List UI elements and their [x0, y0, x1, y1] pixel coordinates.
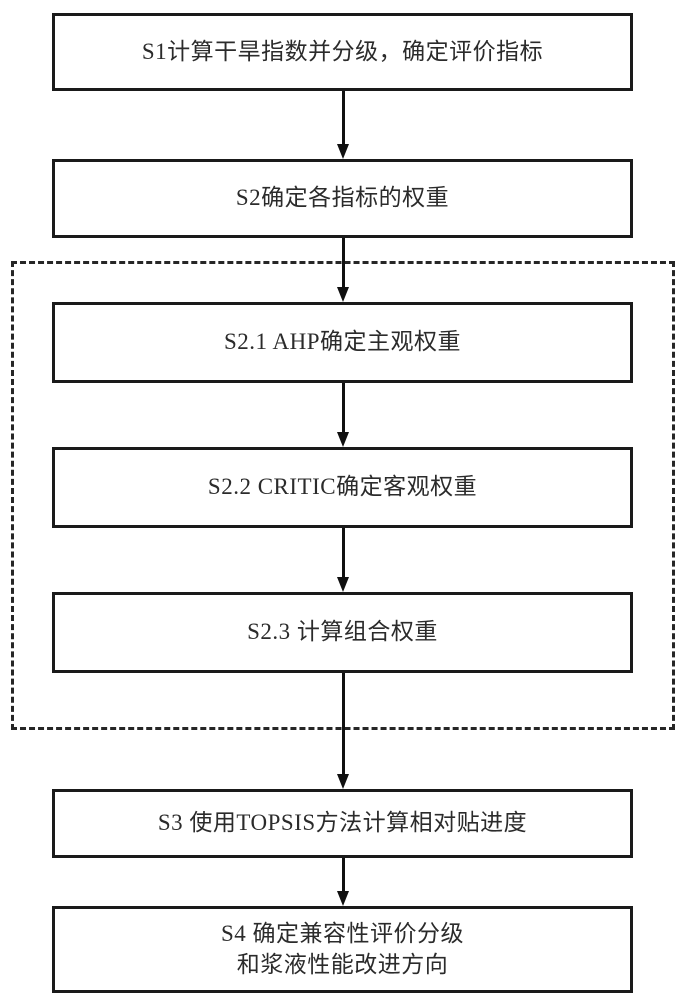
flow-node-s22[interactable]: S2.2 CRITIC确定客观权重 — [52, 447, 633, 528]
flow-node-s1[interactable]: S1计算干旱指数并分级，确定评价指标 — [52, 13, 633, 91]
arrow-shaft — [342, 673, 345, 774]
arrow-head-icon — [337, 144, 349, 159]
arrow-shaft — [342, 91, 345, 144]
arrow-head-icon — [337, 774, 349, 789]
arrow-head-icon — [337, 577, 349, 592]
arrow-shaft — [342, 383, 345, 432]
flow-node-s21-label: S2.1 AHP确定主观权重 — [223, 329, 462, 355]
flow-node-s3-label: S3 使用TOPSIS方法计算相对贴进度 — [157, 810, 528, 836]
arrow-s2-to-s21 — [337, 238, 350, 302]
flow-node-s4[interactable]: S4 确定兼容性评价分级 和浆液性能改进方向 — [52, 906, 633, 993]
arrow-s23-to-s3 — [337, 673, 350, 789]
arrow-head-icon — [337, 287, 349, 302]
arrow-head-icon — [337, 432, 349, 447]
arrow-s21-to-s22 — [337, 383, 350, 447]
arrow-shaft — [342, 858, 345, 891]
arrow-shaft — [342, 528, 345, 577]
flow-node-s1-label: S1计算干旱指数并分级，确定评价指标 — [141, 38, 544, 64]
flow-node-s2-label: S2确定各指标的权重 — [235, 185, 450, 211]
arrow-shaft — [342, 238, 345, 287]
flow-node-s23-label: S2.3 计算组合权重 — [247, 619, 438, 645]
arrow-s22-to-s23 — [337, 528, 350, 592]
flow-node-s21[interactable]: S2.1 AHP确定主观权重 — [52, 302, 633, 383]
flow-node-s2[interactable]: S2确定各指标的权重 — [52, 159, 633, 238]
arrow-s1-to-s2 — [337, 91, 350, 159]
flow-node-s4-label: S4 确定兼容性评价分级 和浆液性能改进方向 — [220, 921, 465, 977]
flow-node-s3[interactable]: S3 使用TOPSIS方法计算相对贴进度 — [52, 789, 633, 858]
arrow-head-icon — [337, 891, 349, 906]
arrow-s3-to-s4 — [337, 858, 350, 906]
flow-node-s22-label: S2.2 CRITIC确定客观权重 — [207, 474, 478, 500]
flow-node-s23[interactable]: S2.3 计算组合权重 — [52, 592, 633, 673]
